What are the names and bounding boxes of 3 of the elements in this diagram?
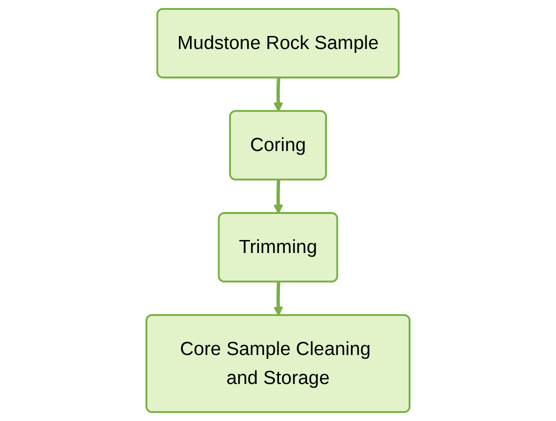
arrow bbox=[273, 78, 284, 112]
arrow bbox=[273, 180, 284, 214]
arrow bbox=[273, 282, 284, 316]
